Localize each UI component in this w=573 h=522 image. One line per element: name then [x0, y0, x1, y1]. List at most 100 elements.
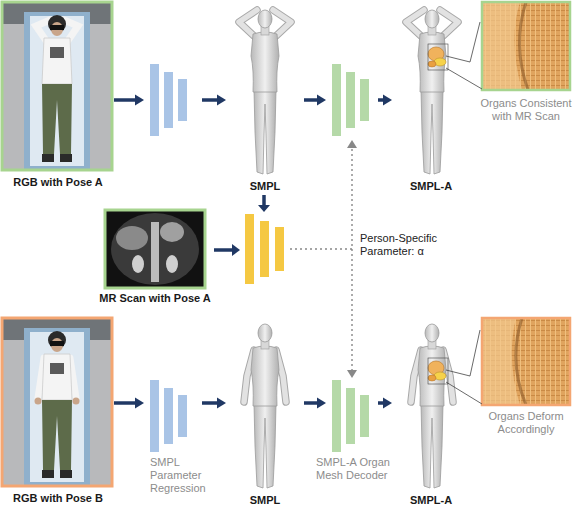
bed-cushion — [30, 16, 84, 166]
encoder-network — [245, 214, 284, 284]
arrow-head — [317, 398, 326, 409]
network-layer — [275, 227, 284, 271]
mr-scan-image — [105, 210, 205, 288]
network-layer — [164, 388, 173, 444]
connector-line — [114, 401, 135, 405]
annotation-label: Person-Specific Parameter: α — [360, 232, 460, 258]
mr-kidney — [132, 255, 144, 273]
smpl-a-body — [411, 324, 453, 488]
node-caption: Organs Consistent with MR Scan — [480, 97, 572, 123]
network-layer — [260, 221, 269, 277]
rgb-photo — [2, 2, 112, 170]
organ-zoom — [482, 318, 570, 405]
annotation-label: SMPL Parameter Regression — [150, 456, 220, 495]
face-mask — [50, 341, 64, 346]
shirt-print — [50, 363, 64, 374]
rgb-input-box: RGB with Pose B — [2, 318, 114, 508]
decoder-network — [332, 64, 369, 136]
person-hand — [35, 398, 42, 405]
organ-gap — [516, 318, 526, 405]
arrow-head — [383, 95, 392, 106]
flow-arrow — [262, 195, 266, 205]
smpl-a-body — [406, 10, 458, 174]
smpl-body — [239, 10, 291, 174]
connector-line — [470, 330, 480, 376]
person-face — [51, 338, 63, 352]
zoom-border — [482, 2, 570, 90]
network-layer — [164, 72, 173, 128]
regression-network — [150, 380, 187, 452]
connector-line — [202, 401, 217, 405]
rgb-photo — [2, 318, 112, 486]
arrow-head — [217, 95, 226, 106]
parameter-link — [290, 248, 352, 249]
bed-cushion — [30, 332, 84, 482]
photo-border — [2, 318, 112, 486]
network-layer — [150, 64, 159, 136]
arrow-head — [383, 398, 392, 409]
arrow-head — [347, 370, 357, 378]
network-layer — [178, 79, 187, 121]
photo-border — [2, 2, 112, 170]
person-hand — [73, 398, 80, 405]
body-model-box: SMPL — [226, 316, 304, 508]
mr-background — [105, 210, 205, 288]
flow-connector — [304, 95, 392, 106]
flow-arrow — [214, 248, 232, 252]
flow-connector — [304, 398, 392, 409]
flow-connector — [114, 95, 226, 106]
mr-organ — [160, 222, 184, 242]
connector-line — [114, 98, 135, 102]
node-caption: RGB with Pose B — [2, 492, 114, 505]
zoom-border — [482, 318, 570, 405]
arrow-head — [258, 205, 270, 212]
photo-border — [105, 210, 205, 288]
person-shoe — [60, 154, 72, 162]
regression-network — [150, 64, 187, 136]
organ-gap — [519, 2, 528, 90]
decoder-network — [332, 380, 369, 452]
connector-line — [202, 98, 217, 102]
person-pants — [42, 84, 72, 154]
network-layer — [150, 380, 159, 452]
zoom-box: Organs Deform Accordingly — [480, 318, 572, 458]
leader-connector — [470, 330, 480, 376]
node-caption: Organs Deform Accordingly — [480, 410, 572, 436]
arrow-head — [317, 95, 326, 106]
zoom-box: Organs Consistent with MR Scan — [480, 2, 572, 152]
node-caption: MR Scan with Pose A — [95, 292, 215, 305]
person-shoe — [60, 470, 72, 478]
node-caption: SMPL-A — [392, 180, 470, 193]
network-layer — [178, 395, 187, 437]
person-shoe — [42, 470, 54, 478]
connector-line — [304, 98, 317, 102]
node-caption: RGB with Pose A — [2, 176, 114, 189]
zoom-marker — [428, 44, 448, 70]
node-caption: SMPL — [226, 180, 304, 193]
network-layer — [360, 395, 369, 437]
network-layer — [346, 388, 355, 444]
rgb-input-box: RGB with Pose A — [2, 2, 114, 192]
mr-body — [111, 213, 199, 285]
scanner-bed — [24, 328, 90, 486]
arrow-head — [135, 95, 144, 106]
arrow-head — [347, 140, 357, 148]
connector-line — [378, 401, 383, 405]
person-shirt — [42, 38, 72, 84]
person-shoe — [42, 154, 54, 162]
leader-line — [446, 370, 482, 404]
node-caption: SMPL — [226, 494, 304, 507]
zoom-marker — [428, 358, 448, 384]
mr-kidney — [166, 255, 178, 273]
arrow-head — [232, 244, 240, 256]
flow-connector — [114, 398, 226, 409]
network-layer — [332, 380, 341, 452]
arrow-head — [217, 398, 226, 409]
mr-liver — [116, 226, 148, 250]
network-layer — [346, 72, 355, 128]
shirt-print — [50, 47, 64, 58]
arrow-head — [135, 398, 144, 409]
person-shirt — [42, 354, 72, 400]
